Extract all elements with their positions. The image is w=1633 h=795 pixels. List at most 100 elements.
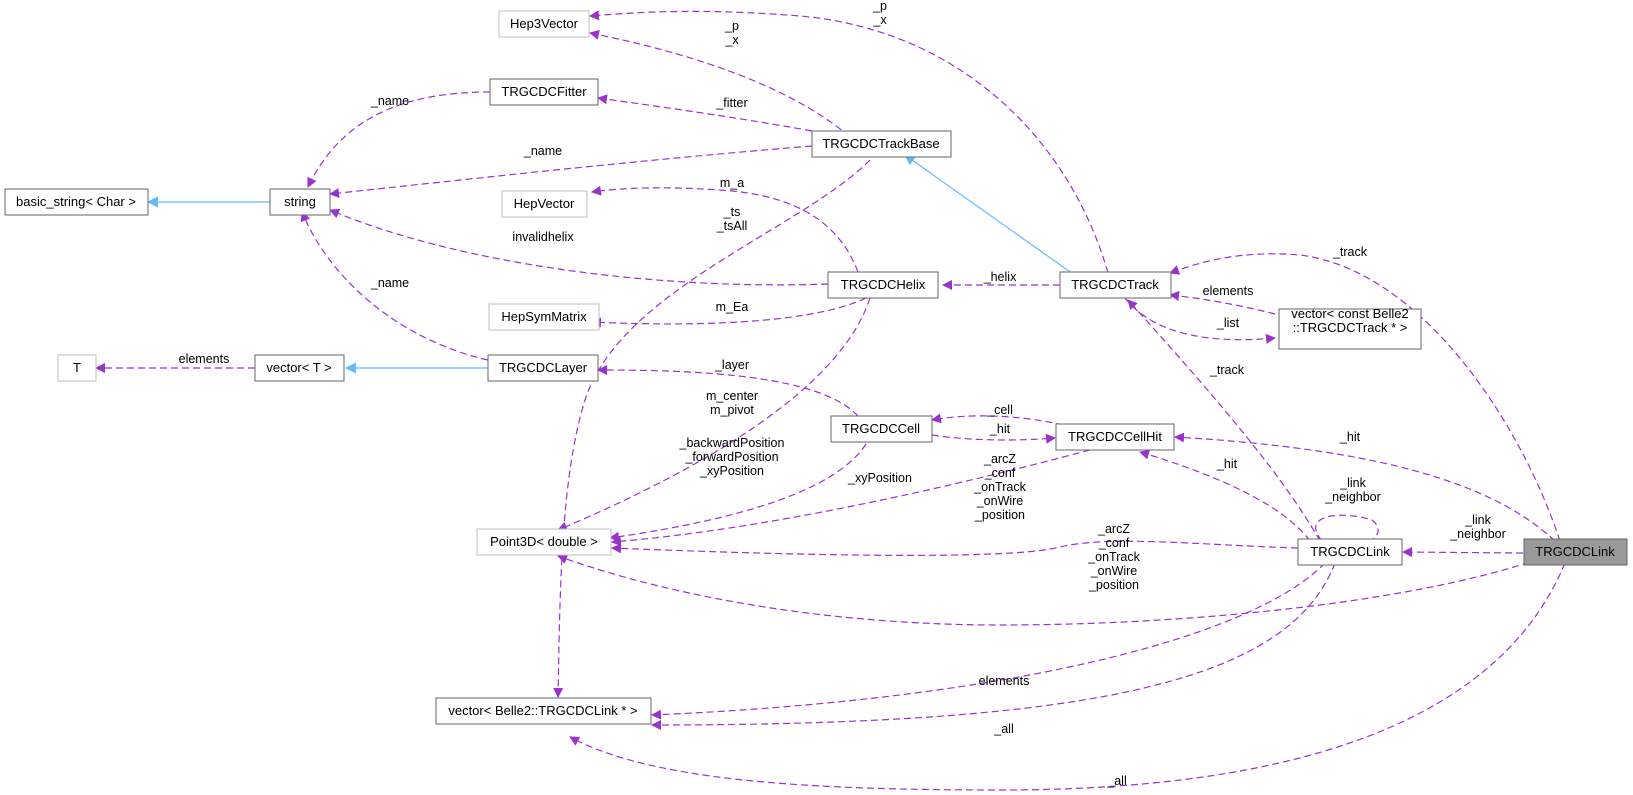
node-point3d[interactable]: Point3D< double > <box>476 528 612 556</box>
node-trgcdclink-focus[interactable]: TRGCDCLink <box>1523 538 1628 566</box>
node-trgcdclink[interactable]: TRGCDCLink <box>1297 538 1403 566</box>
label-link-track: _track <box>1209 363 1245 377</box>
label-track-elements: elements <box>1203 284 1254 298</box>
text-line: HepVector <box>514 196 575 211</box>
node-hep3vector[interactable]: Hep3Vector <box>498 10 590 38</box>
edge-trackbase-to-string <box>329 145 813 199</box>
node-basic-string[interactable]: basic_string< Char > <box>4 188 149 216</box>
label-fitter-name: _name <box>370 94 409 108</box>
node-label: basic_string< Char > <box>16 194 136 209</box>
label-cell-layer: _layer <box>714 358 749 372</box>
text-line: elements <box>1203 284 1254 298</box>
text-line: _onTrack <box>1087 550 1140 564</box>
edge-helix-to-point3d <box>557 297 871 532</box>
text-line: _fitter <box>715 96 747 110</box>
node-hepsymmatrix[interactable]: HepSymMatrix <box>488 303 600 331</box>
text-line: TRGCDCLayer <box>499 360 588 375</box>
node-label: Point3D< double > <box>490 534 598 549</box>
node-string[interactable]: string <box>269 188 331 216</box>
node-label: vector< Belle2::TRGCDCLink * > <box>448 703 637 718</box>
text-line: _conf <box>984 466 1016 480</box>
text-line: _all <box>993 722 1013 736</box>
edge-focus-to-point3d <box>557 554 1551 626</box>
label-link-all: _all <box>993 722 1013 736</box>
label-track-helix: _helix <box>983 270 1017 284</box>
text-line: _track <box>1209 363 1245 377</box>
node-trgcdcfitter[interactable]: TRGCDCFitter <box>489 78 599 106</box>
edge-focus-to-vector-link <box>569 562 1566 791</box>
text-line: _name <box>370 94 409 108</box>
node-trgcdclayer[interactable]: TRGCDCLayer <box>487 354 599 382</box>
text-line: m_a <box>720 176 744 190</box>
node-t[interactable]: T <box>57 354 97 382</box>
text-line: string <box>284 194 316 209</box>
edge-cellhit-to-point3d <box>611 449 1091 547</box>
text-line: _list <box>1216 316 1240 330</box>
text-line: _link <box>1339 476 1366 490</box>
text-line: elements <box>179 352 230 366</box>
text-line: m_center <box>706 389 758 403</box>
edge-link-to-vector-link-all <box>651 562 1336 730</box>
text-line: _track <box>1332 245 1368 259</box>
text-line: _link <box>1464 513 1491 527</box>
node-label: Hep3Vector <box>510 16 579 31</box>
text-line: _x <box>872 13 887 27</box>
label-link-link-neighbor: _link_neighbor <box>1324 476 1381 504</box>
node-vector-const-track[interactable]: vector< const Belle2::TRGCDCTrack * > <box>1278 306 1422 350</box>
node-trgcdctrackbase[interactable]: TRGCDCTrackBase <box>811 130 952 158</box>
edge-link-to-track <box>1127 299 1321 542</box>
edge-focus-to-link <box>1402 547 1524 558</box>
edge-layer-to-string <box>300 211 489 361</box>
node-trgcdccellhit[interactable]: TRGCDCCellHit <box>1055 423 1175 451</box>
node-trgcdchelix[interactable]: TRGCDCHelix <box>827 271 939 299</box>
edge-track-to-trackbase <box>904 154 1091 287</box>
node-label: TRGCDCTrack <box>1071 277 1159 292</box>
text-line: elements <box>979 674 1030 688</box>
text-line: _onWire <box>976 494 1024 508</box>
text-line: _position <box>974 508 1025 522</box>
text-line: _xyPosition <box>847 471 912 485</box>
text-line: _backwardPosition <box>679 436 785 450</box>
text-line: _hit <box>1216 457 1238 471</box>
text-line: _hit <box>989 422 1011 436</box>
label-base-ts: _ts_tsAll <box>716 205 748 233</box>
text-line: ::TRGCDCTrack * > <box>1293 320 1408 335</box>
label-focus-point3d: _arcZ_conf_onTrack_onWire_position <box>1087 522 1140 592</box>
edge-focus-to-cellhit <box>1174 432 1556 542</box>
text-line: _arcZ <box>983 452 1016 466</box>
edge-track-to-vector-track <box>1124 297 1276 344</box>
label-cell-positions: _backwardPosition_forwardPosition_xyPosi… <box>679 436 785 478</box>
text-line: _helix <box>983 270 1017 284</box>
text-line: m_pivot <box>710 403 754 417</box>
edge-focus-to-track <box>1169 253 1561 542</box>
node-vector-link[interactable]: vector< Belle2::TRGCDCLink * > <box>435 697 652 725</box>
label-helix-invalidhelix: invalidhelix <box>512 230 574 244</box>
node-label: TRGCDCCellHit <box>1068 429 1162 444</box>
node-label: HepSymMatrix <box>501 309 587 324</box>
node-label: string <box>284 194 316 209</box>
edge-fitter-to-string <box>307 91 491 188</box>
node-vector-t[interactable]: vector< T > <box>254 354 345 382</box>
node-hepvector[interactable]: HepVector <box>501 190 588 218</box>
label-cell-hit: _hit <box>989 422 1011 436</box>
node-trgcdccell[interactable]: TRGCDCCell <box>830 415 933 443</box>
text-line: HepSymMatrix <box>501 309 587 324</box>
text-line: TRGCDCCellHit <box>1068 429 1162 444</box>
text-line: _tsAll <box>716 219 748 233</box>
text-line: TRGCDCFitter <box>501 84 587 99</box>
text-line: vector< T > <box>266 360 331 375</box>
label-helix-ma: m_a <box>720 176 744 190</box>
text-line: T <box>73 360 81 375</box>
label-focus-hit: _hit <box>1339 430 1361 444</box>
label-link-hit: _hit <box>1216 457 1238 471</box>
text-line: _xyPosition <box>699 464 764 478</box>
label-hep3vector-p-x-track: _p_x <box>872 0 887 27</box>
text-line: _arcZ <box>1097 522 1130 536</box>
edges <box>95 10 1566 791</box>
node-label: TRGCDCLayer <box>499 360 588 375</box>
node-label: HepVector <box>514 196 575 211</box>
text-line: TRGCDCCell <box>842 421 920 436</box>
node-trgcdctrack[interactable]: TRGCDCTrack <box>1059 271 1172 299</box>
node-label: TRGCDCLink <box>1310 544 1390 559</box>
